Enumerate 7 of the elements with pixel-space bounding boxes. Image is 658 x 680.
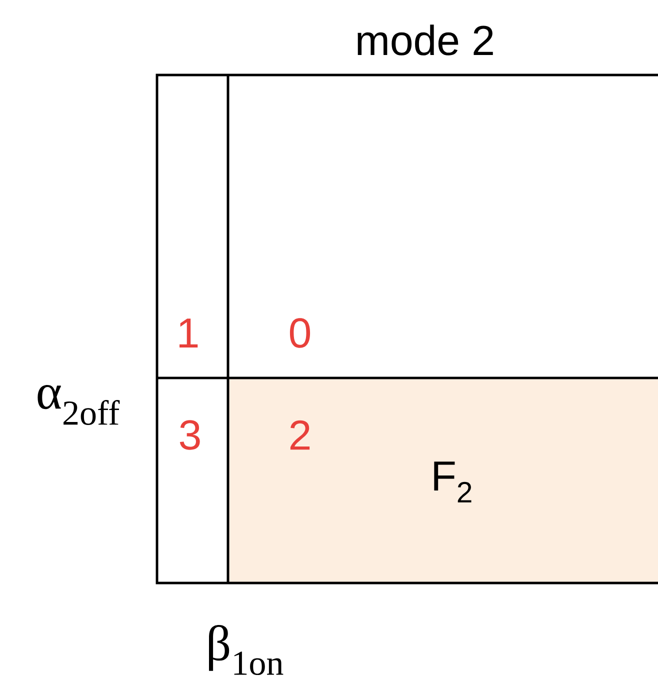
axis-label: β$_{1on}$ [209,624,284,676]
grid-cell: 2 F$_{2}$ [228,378,658,583]
grid-cell: 0 [290,318,310,348]
heading: mode 2 [358,24,493,56]
axis-label: α$_{2off}$ [38,385,120,425]
grid-cell: 1 [180,318,198,348]
grid-cell: 3 [180,420,200,450]
